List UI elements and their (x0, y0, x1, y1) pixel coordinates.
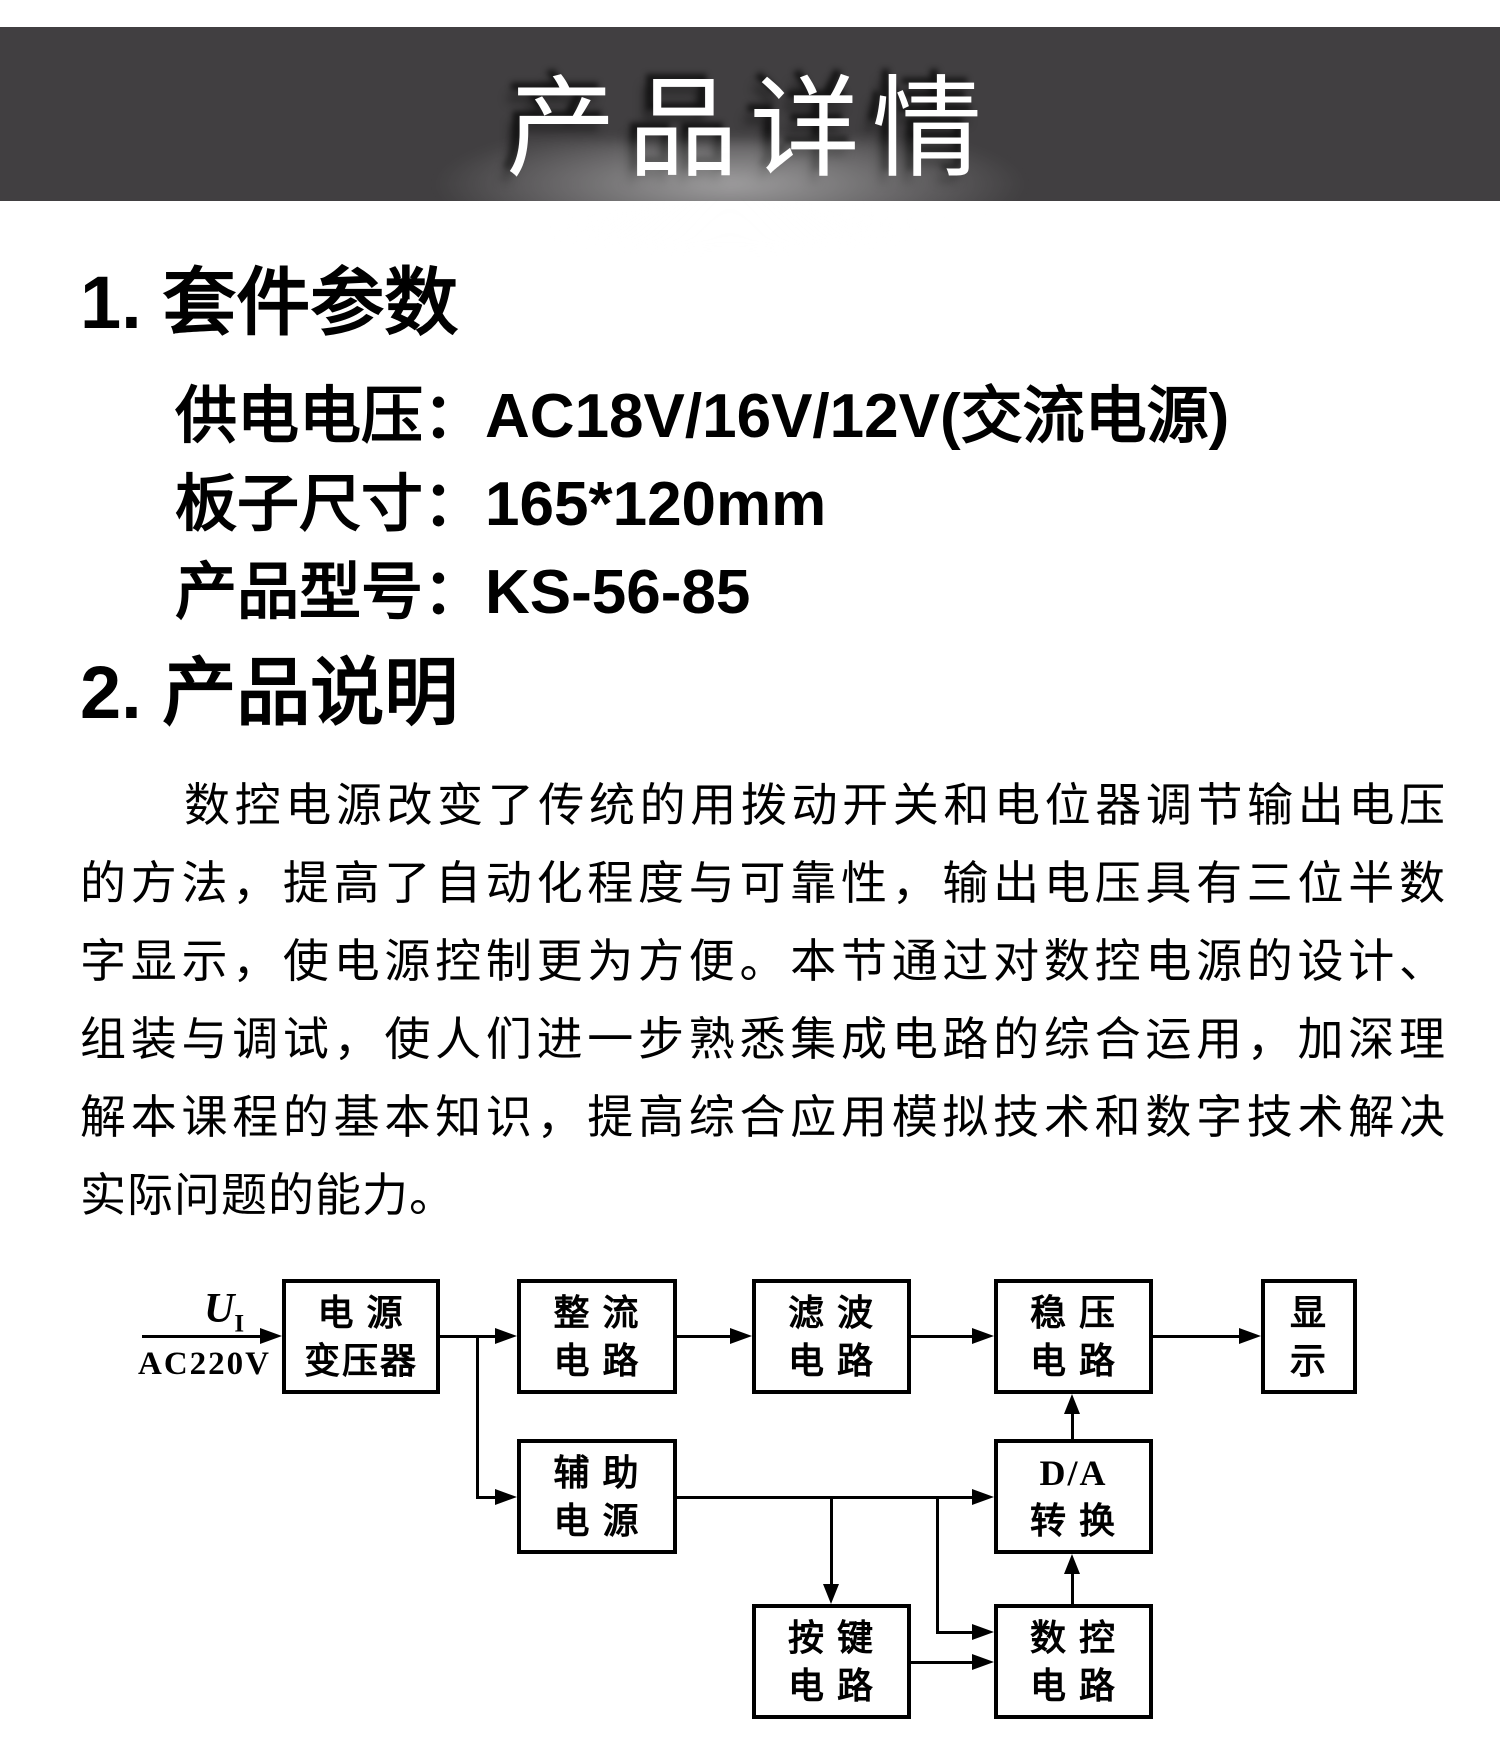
wire-transformer-to-rectifier (440, 1335, 497, 1338)
diagram-box-key-circuit: 按 键 电 路 (752, 1604, 911, 1719)
arrowhead-into-transformer (260, 1328, 282, 1344)
diagram-box-display: 显 示 (1261, 1279, 1357, 1394)
input-source-label: AC220V (138, 1346, 271, 1382)
box-label-line: 电 路 (553, 1340, 641, 1381)
box-label-line: 示 (1289, 1340, 1328, 1381)
description-line: 解本课程的基本知识，提高综合应用模拟技术和数字技术解决 (80, 1091, 1446, 1143)
diagram-box-aux-power: 辅 助 电 源 (517, 1439, 677, 1554)
box-label-line: 电 源 (317, 1292, 405, 1333)
arrowhead-into-rectifier (495, 1328, 517, 1344)
box-label-line: 电 路 (1029, 1665, 1117, 1706)
box-label-line: 电 路 (787, 1665, 875, 1706)
wire-branch-down-to-control (936, 1496, 939, 1633)
arrowhead-into-keys (823, 1584, 839, 1604)
block-diagram: UI AC220V 电 源 变压器 整 流 电 路 滤 波 电 路 稳 压 电 … (0, 1240, 1500, 1749)
arrowhead-into-control-lower (972, 1654, 994, 1670)
arrowhead-into-display (1239, 1328, 1261, 1344)
box-label-line: 稳 压 (1029, 1292, 1117, 1333)
description-line: 组装与调试，使人们进一步熟悉集成电路的综合运用，加深理 (80, 1013, 1446, 1065)
diagram-box-digital-control: 数 控 电 路 (994, 1604, 1153, 1719)
description-line: 字显示，使电源控制更为方便。本节通过对数控电源的设计、 (80, 935, 1446, 987)
box-label-line: 转 换 (1029, 1500, 1117, 1541)
wire-branch-into-aux (476, 1496, 497, 1499)
wire-control-to-da (1071, 1574, 1074, 1604)
input-voltage-label: UI (204, 1288, 244, 1336)
diagram-box-regulator: 稳 压 电 路 (994, 1279, 1153, 1394)
box-label-line: 显 (1289, 1292, 1328, 1333)
box-label-line: D/A (1039, 1452, 1108, 1493)
description-line: 数控电源改变了传统的用拨动开关和电位器调节输出电压 (184, 779, 1446, 831)
input-voltage-subscript: I (234, 1310, 245, 1338)
arrowhead-into-da (972, 1489, 994, 1505)
wire-branch-down-to-keys (830, 1496, 833, 1586)
banner: 产品详情 (0, 27, 1500, 201)
param-row-supply-voltage: 供电电压：AC18V/16V/12V(交流电源) (175, 386, 1229, 448)
box-label-line: 电 源 (553, 1500, 641, 1541)
box-label-line: 辅 助 (553, 1452, 641, 1493)
box-label-line: 变压器 (303, 1340, 418, 1381)
params-section-heading: 1. 套件参数 (80, 261, 459, 344)
box-label-line: 按 键 (787, 1617, 875, 1658)
param-value: 165*120mm (485, 470, 827, 539)
wire-input (142, 1335, 262, 1338)
wire-branch-down-to-aux (476, 1335, 479, 1497)
param-value: AC18V/16V/12V(交流电源) (485, 382, 1230, 451)
wire-filter-to-regulator (911, 1335, 974, 1338)
page-title: 产品详情 (506, 68, 994, 191)
wire-aux-to-da (677, 1496, 974, 1499)
box-label-line: 整 流 (553, 1292, 641, 1333)
param-label: 供电电压： (175, 382, 486, 451)
param-label: 产品型号： (175, 558, 486, 627)
arrowhead-into-regulator-bottom (1064, 1394, 1080, 1414)
arrowhead-into-aux (495, 1489, 517, 1505)
wire-keys-to-control (911, 1661, 974, 1664)
input-voltage-symbol: U (204, 1286, 235, 1332)
param-row-model: 产品型号：KS-56-85 (175, 562, 750, 624)
wire-da-to-regulator (1071, 1414, 1074, 1439)
description-paragraph: 数控电源改变了传统的用拨动开关和电位器调节输出电压 的方法，提高了自动化程度与可… (80, 766, 1446, 1234)
param-label: 板子尺寸： (175, 470, 486, 539)
arrowhead-into-filter (730, 1328, 752, 1344)
arrowhead-into-regulator (972, 1328, 994, 1344)
box-label-line: 电 路 (1029, 1340, 1117, 1381)
description-section-heading: 2. 产品说明 (80, 651, 459, 734)
wire-regulator-to-display (1153, 1335, 1241, 1338)
arrowhead-into-control-upper (972, 1624, 994, 1640)
diagram-box-rectifier: 整 流 电 路 (517, 1279, 677, 1394)
param-value: KS-56-85 (485, 558, 751, 627)
wire-branch-into-control (936, 1631, 974, 1634)
diagram-box-transformer: 电 源 变压器 (282, 1279, 440, 1394)
diagram-box-da-converter: D/A 转 换 (994, 1439, 1153, 1554)
box-label-line: 滤 波 (787, 1292, 875, 1333)
box-label-line: 数 控 (1029, 1617, 1117, 1658)
box-label-line: 电 路 (787, 1340, 875, 1381)
diagram-box-filter: 滤 波 电 路 (752, 1279, 911, 1394)
arrowhead-into-da-bottom (1064, 1554, 1080, 1574)
param-row-board-size: 板子尺寸：165*120mm (175, 474, 826, 536)
description-line: 实际问题的能力。 (80, 1169, 456, 1221)
wire-rectifier-to-filter (677, 1335, 732, 1338)
description-line: 的方法，提高了自动化程度与可靠性，输出电压具有三位半数 (80, 857, 1446, 909)
